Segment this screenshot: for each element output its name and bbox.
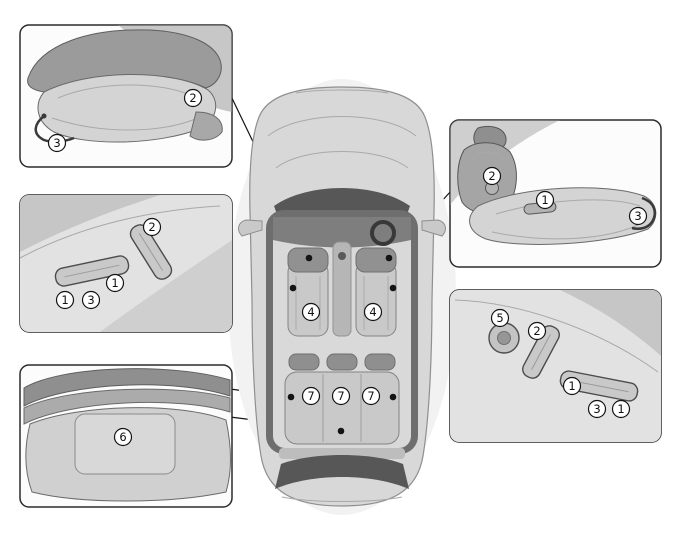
callout-number: 1 — [111, 276, 118, 290]
callout-marker: 1 — [611, 399, 631, 419]
callout-number: 3 — [634, 209, 641, 223]
car-top-view: 4 4 7 7 7 — [228, 79, 456, 515]
connection-dot — [337, 427, 345, 435]
callout-marker: 7 — [301, 386, 321, 406]
connection-dot — [389, 284, 397, 292]
callout-box-power-switch-right: 5 2 1 3 1 — [449, 289, 662, 443]
callout-number: 1 — [568, 379, 575, 393]
callout-marker: 1 — [55, 290, 75, 310]
center-console — [332, 241, 352, 337]
callout-number: 2 — [533, 324, 540, 338]
callout-number: 3 — [593, 402, 600, 416]
slide-switch — [54, 255, 130, 287]
front-seat-left-top — [287, 247, 329, 337]
callout-marker: 3 — [628, 206, 648, 226]
callout-box-seat-cushion: 6 — [19, 364, 233, 508]
recline-switch — [129, 224, 173, 280]
callout-number: 3 — [87, 293, 94, 307]
callout-marker: 2 — [527, 321, 547, 341]
callout-marker: 6 — [113, 427, 133, 447]
callout-number: 7 — [337, 389, 344, 403]
callout-box-front-seat-right: 2 1 3 — [449, 119, 662, 268]
callout-marker: 7 — [361, 386, 381, 406]
connection-dot — [287, 393, 295, 401]
steering-wheel — [370, 220, 396, 246]
callout-number: 2 — [488, 169, 495, 183]
callout-marker: 3 — [587, 399, 607, 419]
callout-box-front-seat-left: 2 3 — [19, 24, 233, 168]
callout-marker: 1 — [562, 376, 582, 396]
callout-number: 4 — [307, 305, 314, 319]
manual-seat-illustration — [27, 25, 232, 143]
recline-switch — [522, 325, 560, 379]
callout-number: 5 — [496, 311, 503, 325]
callout-marker: 3 — [81, 290, 101, 310]
callout-number: 2 — [189, 91, 196, 105]
callout-number: 4 — [369, 305, 376, 319]
rear-window — [275, 455, 409, 489]
callout-marker: 2 — [482, 166, 502, 186]
connection-dot — [305, 254, 313, 262]
callout-box-power-switch-left: 2 1 3 1 — [19, 194, 233, 333]
callout-marker: 7 — [331, 386, 351, 406]
callout-number: 2 — [148, 220, 155, 234]
connection-dot — [389, 393, 397, 401]
callout-marker: 4 — [363, 302, 383, 322]
callout-marker: 2 — [183, 88, 203, 108]
callout-marker: 2 — [142, 217, 162, 237]
callout-marker: 4 — [301, 302, 321, 322]
callout-number: 3 — [53, 136, 60, 150]
gear-knob — [338, 252, 346, 260]
callout-marker: 3 — [47, 133, 67, 153]
callout-number: 1 — [617, 402, 624, 416]
height-lever — [631, 196, 656, 230]
front-seat-right-top — [355, 247, 397, 337]
power-switch-illustration — [20, 195, 232, 332]
connection-dot — [385, 254, 393, 262]
callout-marker: 5 — [490, 308, 510, 328]
callout-number: 1 — [61, 293, 68, 307]
car-side-mirror-left — [238, 219, 263, 237]
callout-number: 6 — [119, 430, 126, 444]
connection-dot — [289, 284, 297, 292]
parcel-shelf — [279, 448, 405, 459]
callout-marker: 1 — [535, 190, 555, 210]
callout-number: 1 — [541, 193, 548, 207]
car-side-mirror-right — [421, 219, 446, 237]
connection-dots — [287, 254, 397, 435]
callout-number: 7 — [307, 389, 314, 403]
callout-marker: 1 — [105, 273, 125, 293]
callout-number: 7 — [367, 389, 374, 403]
power-switch-right-illustration — [450, 290, 661, 442]
